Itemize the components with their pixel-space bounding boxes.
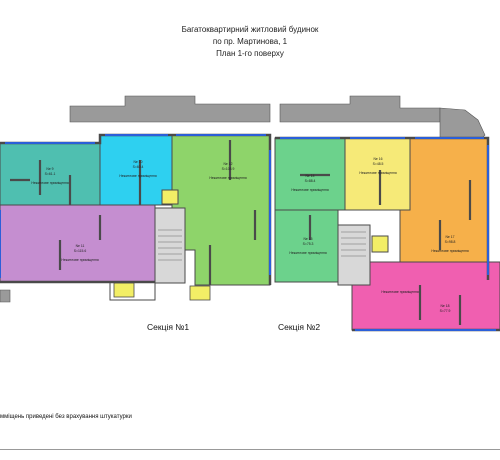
service-room-left [113, 282, 135, 298]
terrace-top-right [279, 95, 441, 123]
terrace-right [439, 107, 486, 141]
service-room-mid [189, 285, 211, 301]
room-17-area: S=98.8 [445, 240, 456, 244]
stairwells [113, 189, 389, 301]
room-16-area: S=48.5 [373, 162, 384, 166]
stairwell-1 [154, 207, 186, 284]
room-17-name: Ne 17 [445, 235, 454, 239]
apartments [0, 134, 500, 331]
room-18-area: S=77.9 [440, 309, 451, 313]
terraces [0, 95, 486, 303]
title-line-2: по пр. Мартинова, 1 [212, 37, 288, 46]
section-2-label: Секція №2 [278, 322, 321, 332]
room-10-area: S=60.4 [133, 165, 144, 169]
room-10-use: Нежитлове приміщення [119, 174, 157, 178]
terrace-top-left [69, 95, 271, 123]
room-11-name: Ne 11 [76, 244, 85, 248]
title-block: Багатоквартирний житловий будинок по пр.… [0, 24, 500, 60]
apartment-10 [99, 134, 173, 206]
stairwell-2 [337, 224, 371, 286]
lift-2 [371, 235, 389, 253]
footnote: мміщень приведені без врахування штукату… [0, 414, 132, 420]
room-15-use: Нежитлове приміщення [289, 251, 327, 255]
title-line-3: План 1-го поверху [216, 49, 284, 58]
room-15-area: S=75.3 [303, 242, 314, 246]
room-16-name: Ne 16 [373, 157, 382, 161]
apartment-18 [351, 261, 500, 331]
room-14-area: S=88.4 [305, 179, 316, 183]
room-18-use: Нежитлове приміщення [381, 290, 419, 294]
room-17-use: Нежитлове приміщення [431, 249, 469, 253]
room-12-area: S=108.9 [222, 167, 235, 171]
room-12-name: Ne 12 [223, 162, 232, 166]
section-1-label: Секція №1 [147, 322, 190, 332]
room-10-name: Ne 10 [133, 160, 142, 164]
room-12-use: Нежитлове приміщення [209, 176, 247, 180]
title-line-1: Багатоквартирний житловий будинок [181, 25, 319, 34]
room-16-use: Нежитлове приміщення [359, 171, 397, 175]
apartment-15 [274, 209, 339, 283]
room-11-area: S=115.6 [74, 249, 87, 253]
room-labels: Ne 9 S=61.1 Нежитлове приміщення Ne 10 S… [31, 157, 469, 313]
stair-treads-2 [341, 231, 366, 257]
windows [0, 134, 496, 331]
room-15-name: Ne 15 [303, 237, 312, 241]
terrace-left-bottom [0, 289, 11, 303]
room-14-name: Ne 14 [305, 174, 314, 178]
room-14-use: Нежитлове приміщення [291, 188, 329, 192]
room-11-use: Нежитлове приміщення [61, 258, 99, 262]
stair-treads-1 [158, 229, 182, 261]
lift-1 [161, 189, 179, 205]
room-9-use: Нежитлове приміщення [31, 181, 69, 185]
bottom-divider [0, 449, 500, 450]
apartment-17 [399, 137, 489, 281]
room-9-area: S=61.1 [45, 172, 56, 176]
interior-walls [10, 140, 472, 325]
room-9-name: Ne 9 [46, 167, 53, 171]
room-18-name: Ne 18 [440, 304, 449, 308]
